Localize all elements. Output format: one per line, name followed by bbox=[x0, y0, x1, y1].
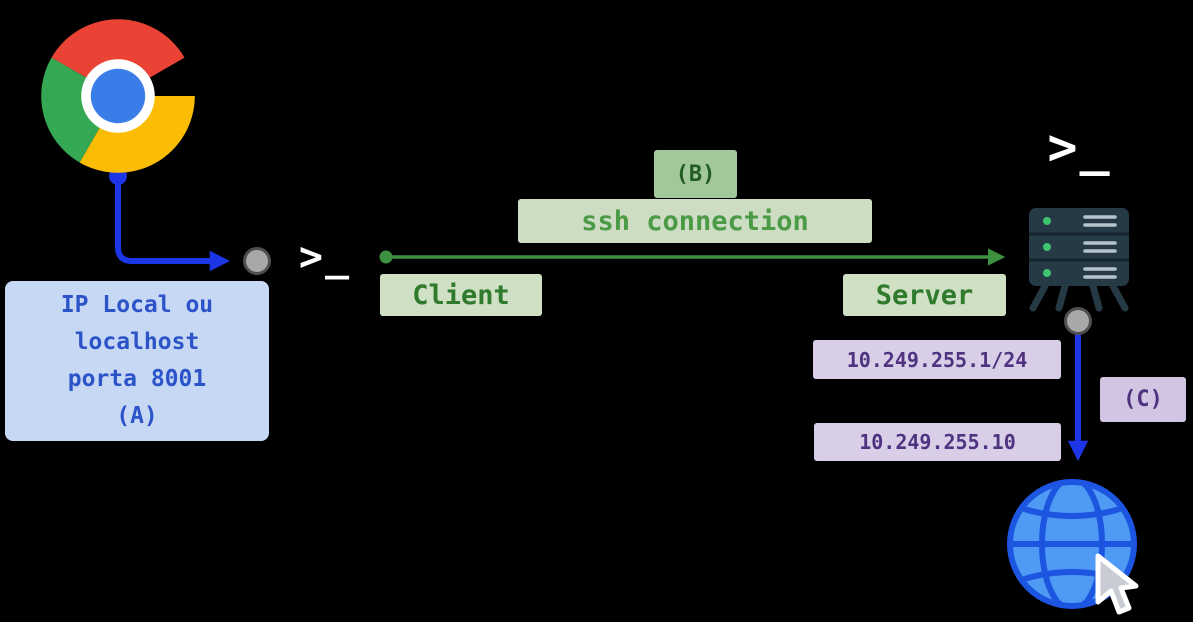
server-terminal-icon: >_ bbox=[1017, 87, 1142, 212]
chrome-red-segment bbox=[51, 19, 185, 96]
source-line-1: IP Local ou bbox=[60, 292, 214, 318]
globe-icon bbox=[1007, 479, 1139, 615]
server-label: Server bbox=[843, 274, 1006, 316]
client-label: Client bbox=[380, 274, 542, 316]
tunnel-tag-c: (C) bbox=[1100, 377, 1186, 422]
chrome-blue-center bbox=[90, 68, 146, 124]
client-connector-dot bbox=[243, 247, 271, 275]
subnet-annotation: 10.249.255.1/24 bbox=[813, 340, 1061, 379]
source-line-3: porta 8001 bbox=[67, 366, 207, 392]
client-terminal-glyph: >_ bbox=[298, 234, 352, 280]
host-ip-annotation: 10.249.255.10 bbox=[814, 423, 1061, 461]
source-line-4: (A) bbox=[116, 403, 158, 429]
browser-to-client-arrow bbox=[115, 182, 231, 272]
source-annotation-box: IP Local ou localhost porta 8001 (A) bbox=[5, 281, 269, 441]
server-rack-icon bbox=[1029, 208, 1129, 312]
client-terminal-icon: >_ bbox=[276, 211, 374, 309]
connection-tag-b: (B) bbox=[654, 150, 737, 198]
cursor-icon bbox=[1095, 553, 1139, 615]
server-connector-dot bbox=[1064, 307, 1092, 335]
chrome-green-segment bbox=[41, 57, 118, 163]
source-line-2: localhost bbox=[74, 329, 200, 355]
server-terminal-glyph: >_ bbox=[1047, 117, 1112, 176]
ssh-connection-label: ssh connection bbox=[518, 199, 872, 243]
chrome-icon bbox=[41, 19, 195, 173]
ssh-line-start-dot bbox=[379, 250, 393, 264]
